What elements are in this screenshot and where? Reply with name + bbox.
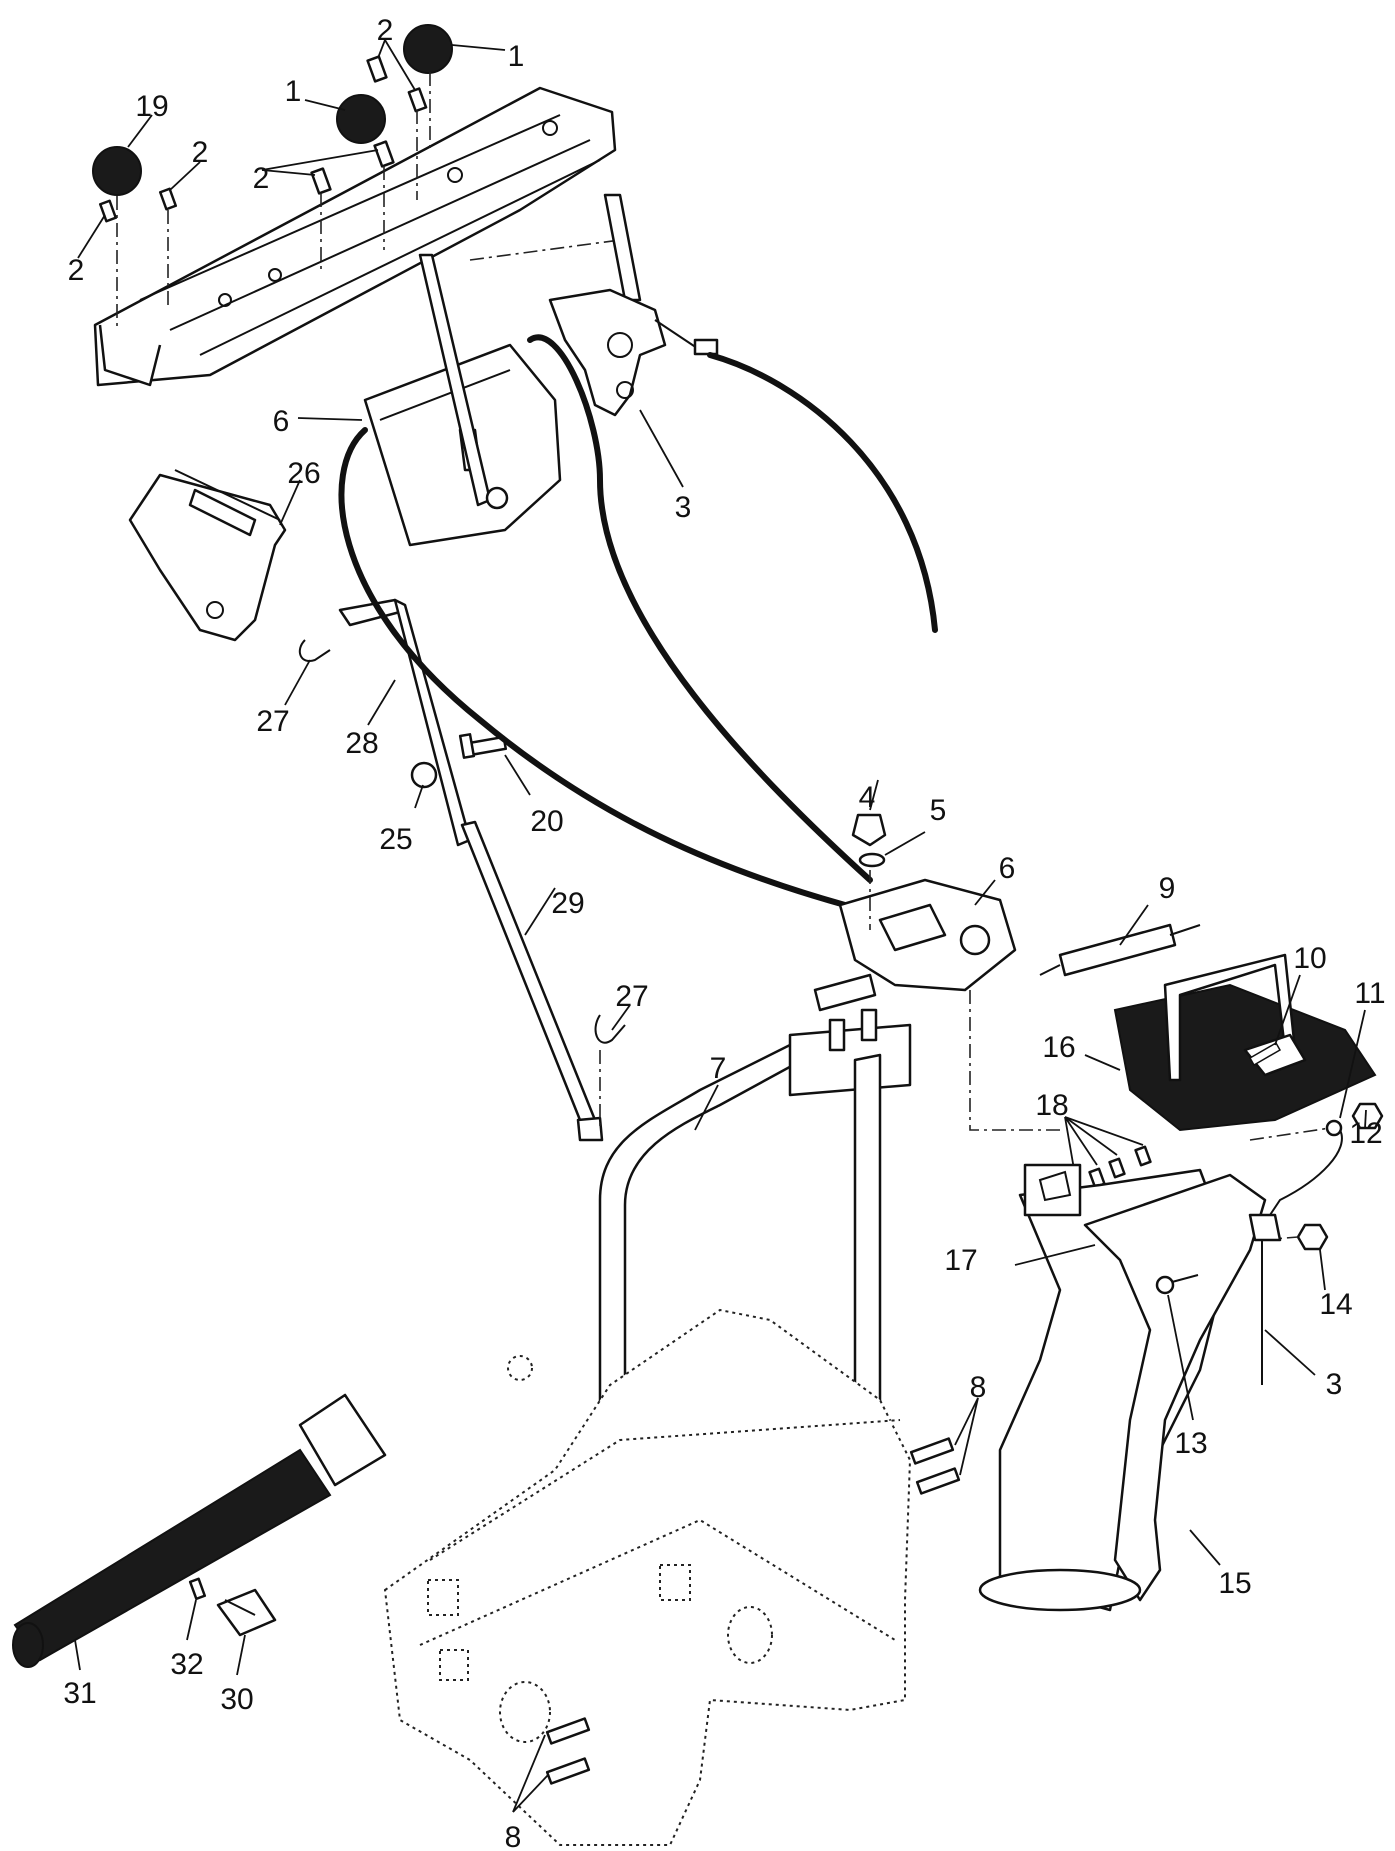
callout-c10: 10	[1293, 942, 1326, 975]
cable-3-lower	[707, 352, 938, 633]
screw-2-f	[98, 199, 118, 223]
chute-control-panel-6	[363, 253, 562, 547]
bracket-26	[128, 469, 287, 642]
screw-2-c	[373, 140, 395, 168]
callout-c12: 12	[1349, 1117, 1382, 1150]
callout-c14: 14	[1319, 1288, 1352, 1321]
cable-3	[527, 334, 873, 883]
bolt-13	[1155, 1274, 1199, 1295]
callout-c2d: 2	[68, 254, 85, 287]
callout-c31: 31	[63, 1677, 96, 1710]
screw-2-d	[310, 167, 332, 195]
callout-c32: 32	[170, 1648, 203, 1681]
auger-housing	[383, 1308, 912, 1846]
callout-c4: 4	[859, 781, 876, 814]
callout-c1a: 1	[508, 40, 525, 73]
callout-c2b: 2	[192, 136, 209, 169]
nut-14	[1296, 1223, 1329, 1251]
screw-2-b	[407, 87, 428, 113]
callout-c29: 29	[551, 887, 584, 920]
knob-1-right	[403, 24, 453, 74]
callout-c7: 7	[710, 1052, 727, 1085]
cable-6	[338, 427, 848, 908]
callout-c11: 11	[1354, 977, 1385, 1010]
callout-c25: 25	[379, 823, 412, 856]
hair-pin-27-lower	[594, 1014, 626, 1044]
washer-11	[1325, 1119, 1343, 1137]
knob-19	[92, 146, 142, 196]
crank-rod-29	[460, 820, 604, 1142]
washer-5	[858, 852, 886, 868]
callout-c26: 26	[287, 457, 320, 490]
callout-c13: 13	[1174, 1427, 1207, 1460]
shift-lever-3	[548, 193, 719, 417]
discharge-chute-15	[978, 1163, 1267, 1612]
callout-c18: 18	[1035, 1089, 1068, 1122]
screw-2-e	[158, 187, 178, 211]
screw-2-a	[366, 55, 388, 83]
nut-12	[1351, 1102, 1384, 1130]
knob-1-left	[336, 94, 386, 144]
callout-c30: 30	[220, 1683, 253, 1716]
spring-9	[1039, 923, 1201, 977]
callout-c1b: 1	[285, 75, 302, 108]
callout-c6a: 6	[273, 405, 290, 438]
callout-c2c: 2	[253, 162, 270, 195]
bolts-8-right	[909, 1437, 961, 1495]
hand-grip-31	[12, 1393, 387, 1668]
callout-c2a: 2	[377, 14, 394, 47]
upper-handle-panel	[93, 86, 617, 387]
hair-pin-27-upper	[298, 639, 331, 662]
cable-bracket-3	[1248, 1129, 1343, 1385]
clip-30	[216, 1588, 277, 1637]
callout-c3a: 3	[675, 491, 692, 524]
callout-c5: 5	[930, 794, 947, 827]
nut-25	[410, 761, 438, 789]
callout-c8a: 8	[970, 1371, 987, 1404]
nut-4	[851, 813, 887, 847]
callout-c8b: 8	[505, 1821, 522, 1851]
callout-c17: 17	[944, 1244, 977, 1277]
crank-rod-28	[338, 598, 472, 847]
callout-c27b: 27	[615, 980, 648, 1013]
chute-rotator-6	[813, 878, 1017, 1012]
callout-c3b: 3	[1326, 1368, 1343, 1401]
callout-c28: 28	[345, 727, 378, 760]
bolts-8-left	[545, 1717, 591, 1785]
callout-c6b: 6	[999, 852, 1016, 885]
screw-32	[188, 1577, 207, 1601]
callout-c19: 19	[135, 90, 168, 123]
deflector-16	[1113, 953, 1377, 1132]
callout-c16: 16	[1042, 1031, 1075, 1064]
callout-c27a: 27	[256, 705, 289, 738]
callout-c9: 9	[1159, 872, 1176, 905]
callout-c15: 15	[1218, 1567, 1251, 1600]
callout-c20: 20	[530, 805, 563, 838]
